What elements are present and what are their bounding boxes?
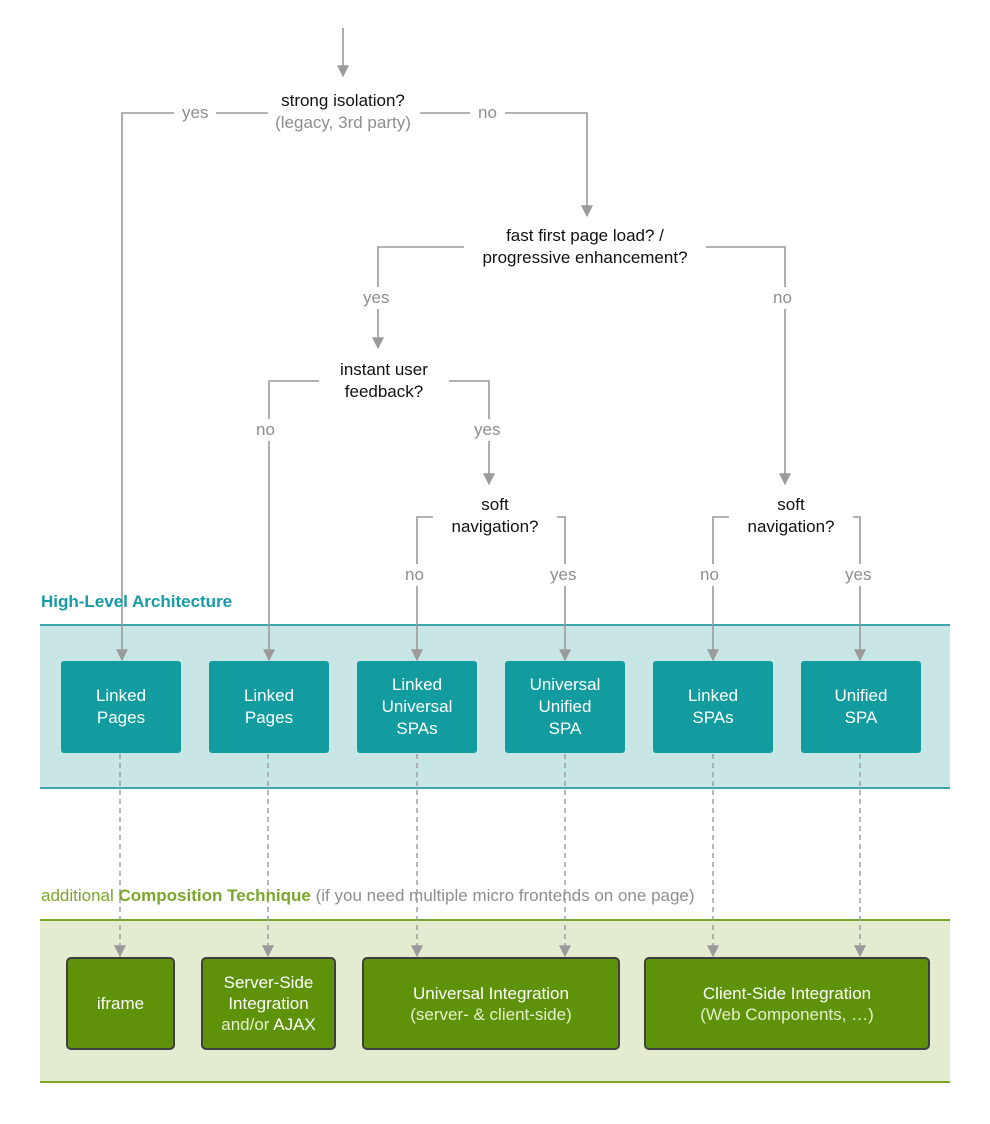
comp-box-iframe: iframe xyxy=(66,957,175,1050)
composition-title-hint: (if you need multiple micro frontends on… xyxy=(315,886,695,905)
q5-line1: soft xyxy=(777,495,805,514)
composition-title-prefix: additional xyxy=(41,886,114,905)
q1-no-label: no xyxy=(470,102,505,124)
arch-box-6-line2: SPA xyxy=(844,708,878,727)
q1-subtext: (legacy, 3rd party) xyxy=(275,113,411,132)
arch-box-4-line2: Unified xyxy=(538,697,592,716)
arch-box-4-line3: SPA xyxy=(548,719,582,738)
arch-box-1-line2: Pages xyxy=(96,708,146,727)
arch-box-6-line1: Unified xyxy=(834,686,888,705)
arch-box-3-line2: Universal xyxy=(381,697,453,716)
composition-title: additional Composition Technique (if you… xyxy=(41,886,695,906)
comp-box-3-line1: Universal Integration xyxy=(413,983,569,1003)
q5-question: soft navigation? xyxy=(729,494,853,538)
q4-line2: navigation? xyxy=(451,517,539,536)
q3-yes-label: yes xyxy=(466,419,509,441)
architecture-band xyxy=(40,624,950,789)
q2-yes-line xyxy=(372,246,485,350)
comp-box-1-line1: iframe xyxy=(96,994,145,1013)
q3-line1: instant user xyxy=(340,360,428,379)
q2-line2: progressive enhancement? xyxy=(482,248,688,267)
composition-title-strong: Composition Technique xyxy=(118,886,311,905)
arch-box-3-line1: Linked xyxy=(391,675,443,694)
comp-box-2-line2: Integration xyxy=(228,994,309,1013)
q5-yes-label: yes xyxy=(837,564,880,586)
q4-no-line xyxy=(411,516,466,662)
arch-box-linked-spas: Linked SPAs xyxy=(653,661,773,753)
q2-question: fast first page load? / progressive enha… xyxy=(464,225,706,269)
arch-box-4-line1: Universal xyxy=(529,675,601,694)
q2-no-line xyxy=(690,246,791,486)
arch-box-linked-pages-2: Linked Pages xyxy=(209,661,329,753)
q1-text: strong isolation? xyxy=(281,91,405,110)
comp-box-3-line2: (server- & client-side) xyxy=(410,1004,572,1024)
arch-box-5-line2: SPAs xyxy=(692,708,734,727)
q3-yes-line xyxy=(430,380,495,486)
q1-yes-line xyxy=(116,112,270,662)
q3-no-line xyxy=(263,380,328,662)
comp-box-2-line3: and/or AJAX xyxy=(221,1014,316,1035)
q2-no-label: no xyxy=(765,287,800,309)
q3-no-label: no xyxy=(248,419,283,441)
q5-yes-line xyxy=(808,516,866,662)
q5-line2: navigation? xyxy=(747,517,835,536)
comp-box-2-line3-a: and/or xyxy=(221,1015,270,1034)
arch-box-1-line1: Linked xyxy=(95,686,147,705)
comp-box-client-side-integration: Client-Side Integration (Web Components,… xyxy=(644,957,930,1050)
comp-box-server-side: Server-Side Integration and/or AJAX xyxy=(201,957,336,1050)
arch-box-linked-universal-spas: Linked Universal SPAs xyxy=(357,661,477,753)
q3-line2: feedback? xyxy=(344,382,424,401)
q4-yes-label: yes xyxy=(542,564,585,586)
arch-box-universal-unified-spa: Universal Unified SPA xyxy=(505,661,625,753)
q1-yes-label: yes xyxy=(174,102,217,124)
comp-box-universal-integration: Universal Integration (server- & client-… xyxy=(362,957,620,1050)
q4-no-label: no xyxy=(397,564,432,586)
comp-box-4-line2: (Web Components, …) xyxy=(700,1004,874,1024)
q1-question: strong isolation? (legacy, 3rd party) xyxy=(268,90,418,134)
comp-box-4-line1: Client-Side Integration xyxy=(702,983,872,1003)
architecture-title: High-Level Architecture xyxy=(41,592,233,611)
q4-yes-line xyxy=(512,516,571,662)
q4-question: soft navigation? xyxy=(433,494,557,538)
comp-box-2-line3-b: AJAX xyxy=(273,1015,316,1034)
arch-box-2-line1: Linked xyxy=(243,686,295,705)
arch-box-3-line3: SPAs xyxy=(396,719,438,738)
q5-no-label: no xyxy=(692,564,727,586)
comp-box-2-line1: Server-Side xyxy=(223,973,314,992)
arch-box-5-line1: Linked xyxy=(687,686,739,705)
q2-line1: fast first page load? / xyxy=(506,226,664,245)
q2-yes-label: yes xyxy=(355,287,398,309)
q1-no-line xyxy=(420,112,593,218)
arch-box-linked-pages-1: Linked Pages xyxy=(61,661,181,753)
q3-question: instant user feedback? xyxy=(319,359,449,403)
q4-line1: soft xyxy=(481,495,509,514)
q5-no-line xyxy=(707,516,762,662)
arch-box-2-line2: Pages xyxy=(244,708,294,727)
arch-box-unified-spa: Unified SPA xyxy=(801,661,921,753)
